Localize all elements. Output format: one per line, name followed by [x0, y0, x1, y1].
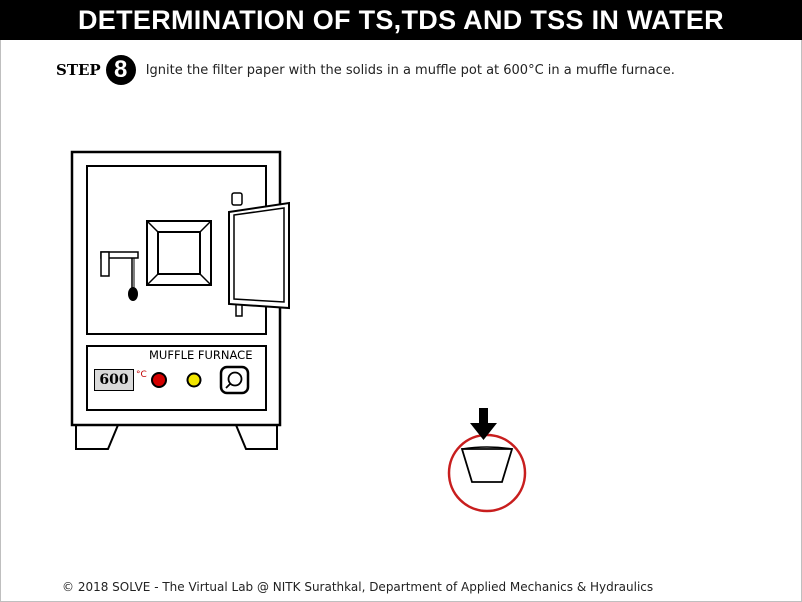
step-number-badge: 8 — [105, 55, 136, 85]
chamber-interior-inner — [157, 231, 201, 275]
lever-knob — [128, 287, 138, 301]
muffle-pot-target[interactable] — [447, 408, 527, 513]
furnace-leg-right — [234, 424, 278, 450]
step-text: Ignite the filter paper with the solids … — [145, 62, 675, 78]
thermocouple-lever — [100, 251, 139, 301]
red-indicator-light — [151, 372, 167, 388]
furnace-label: MUFFLE FURNACE — [149, 348, 253, 362]
temperature-unit: °C — [136, 370, 147, 380]
temperature-display: 600 — [94, 369, 134, 391]
furnace-door — [228, 192, 290, 317]
power-button[interactable] — [219, 365, 250, 395]
step-instruction: STEP 8 Ignite the filter paper with the … — [56, 55, 675, 85]
muffle-furnace — [70, 150, 290, 450]
furnace-leg-left — [75, 424, 120, 450]
down-arrow-icon — [470, 408, 497, 440]
footer-copyright: © 2018 SOLVE - The Virtual Lab @ NITK Su… — [62, 580, 654, 594]
step-label: STEP — [56, 61, 101, 79]
yellow-indicator-light — [186, 372, 202, 388]
page-title: DETERMINATION OF TS,TDS AND TSS IN WATER — [0, 0, 802, 40]
muffle-pot[interactable] — [460, 448, 514, 483]
